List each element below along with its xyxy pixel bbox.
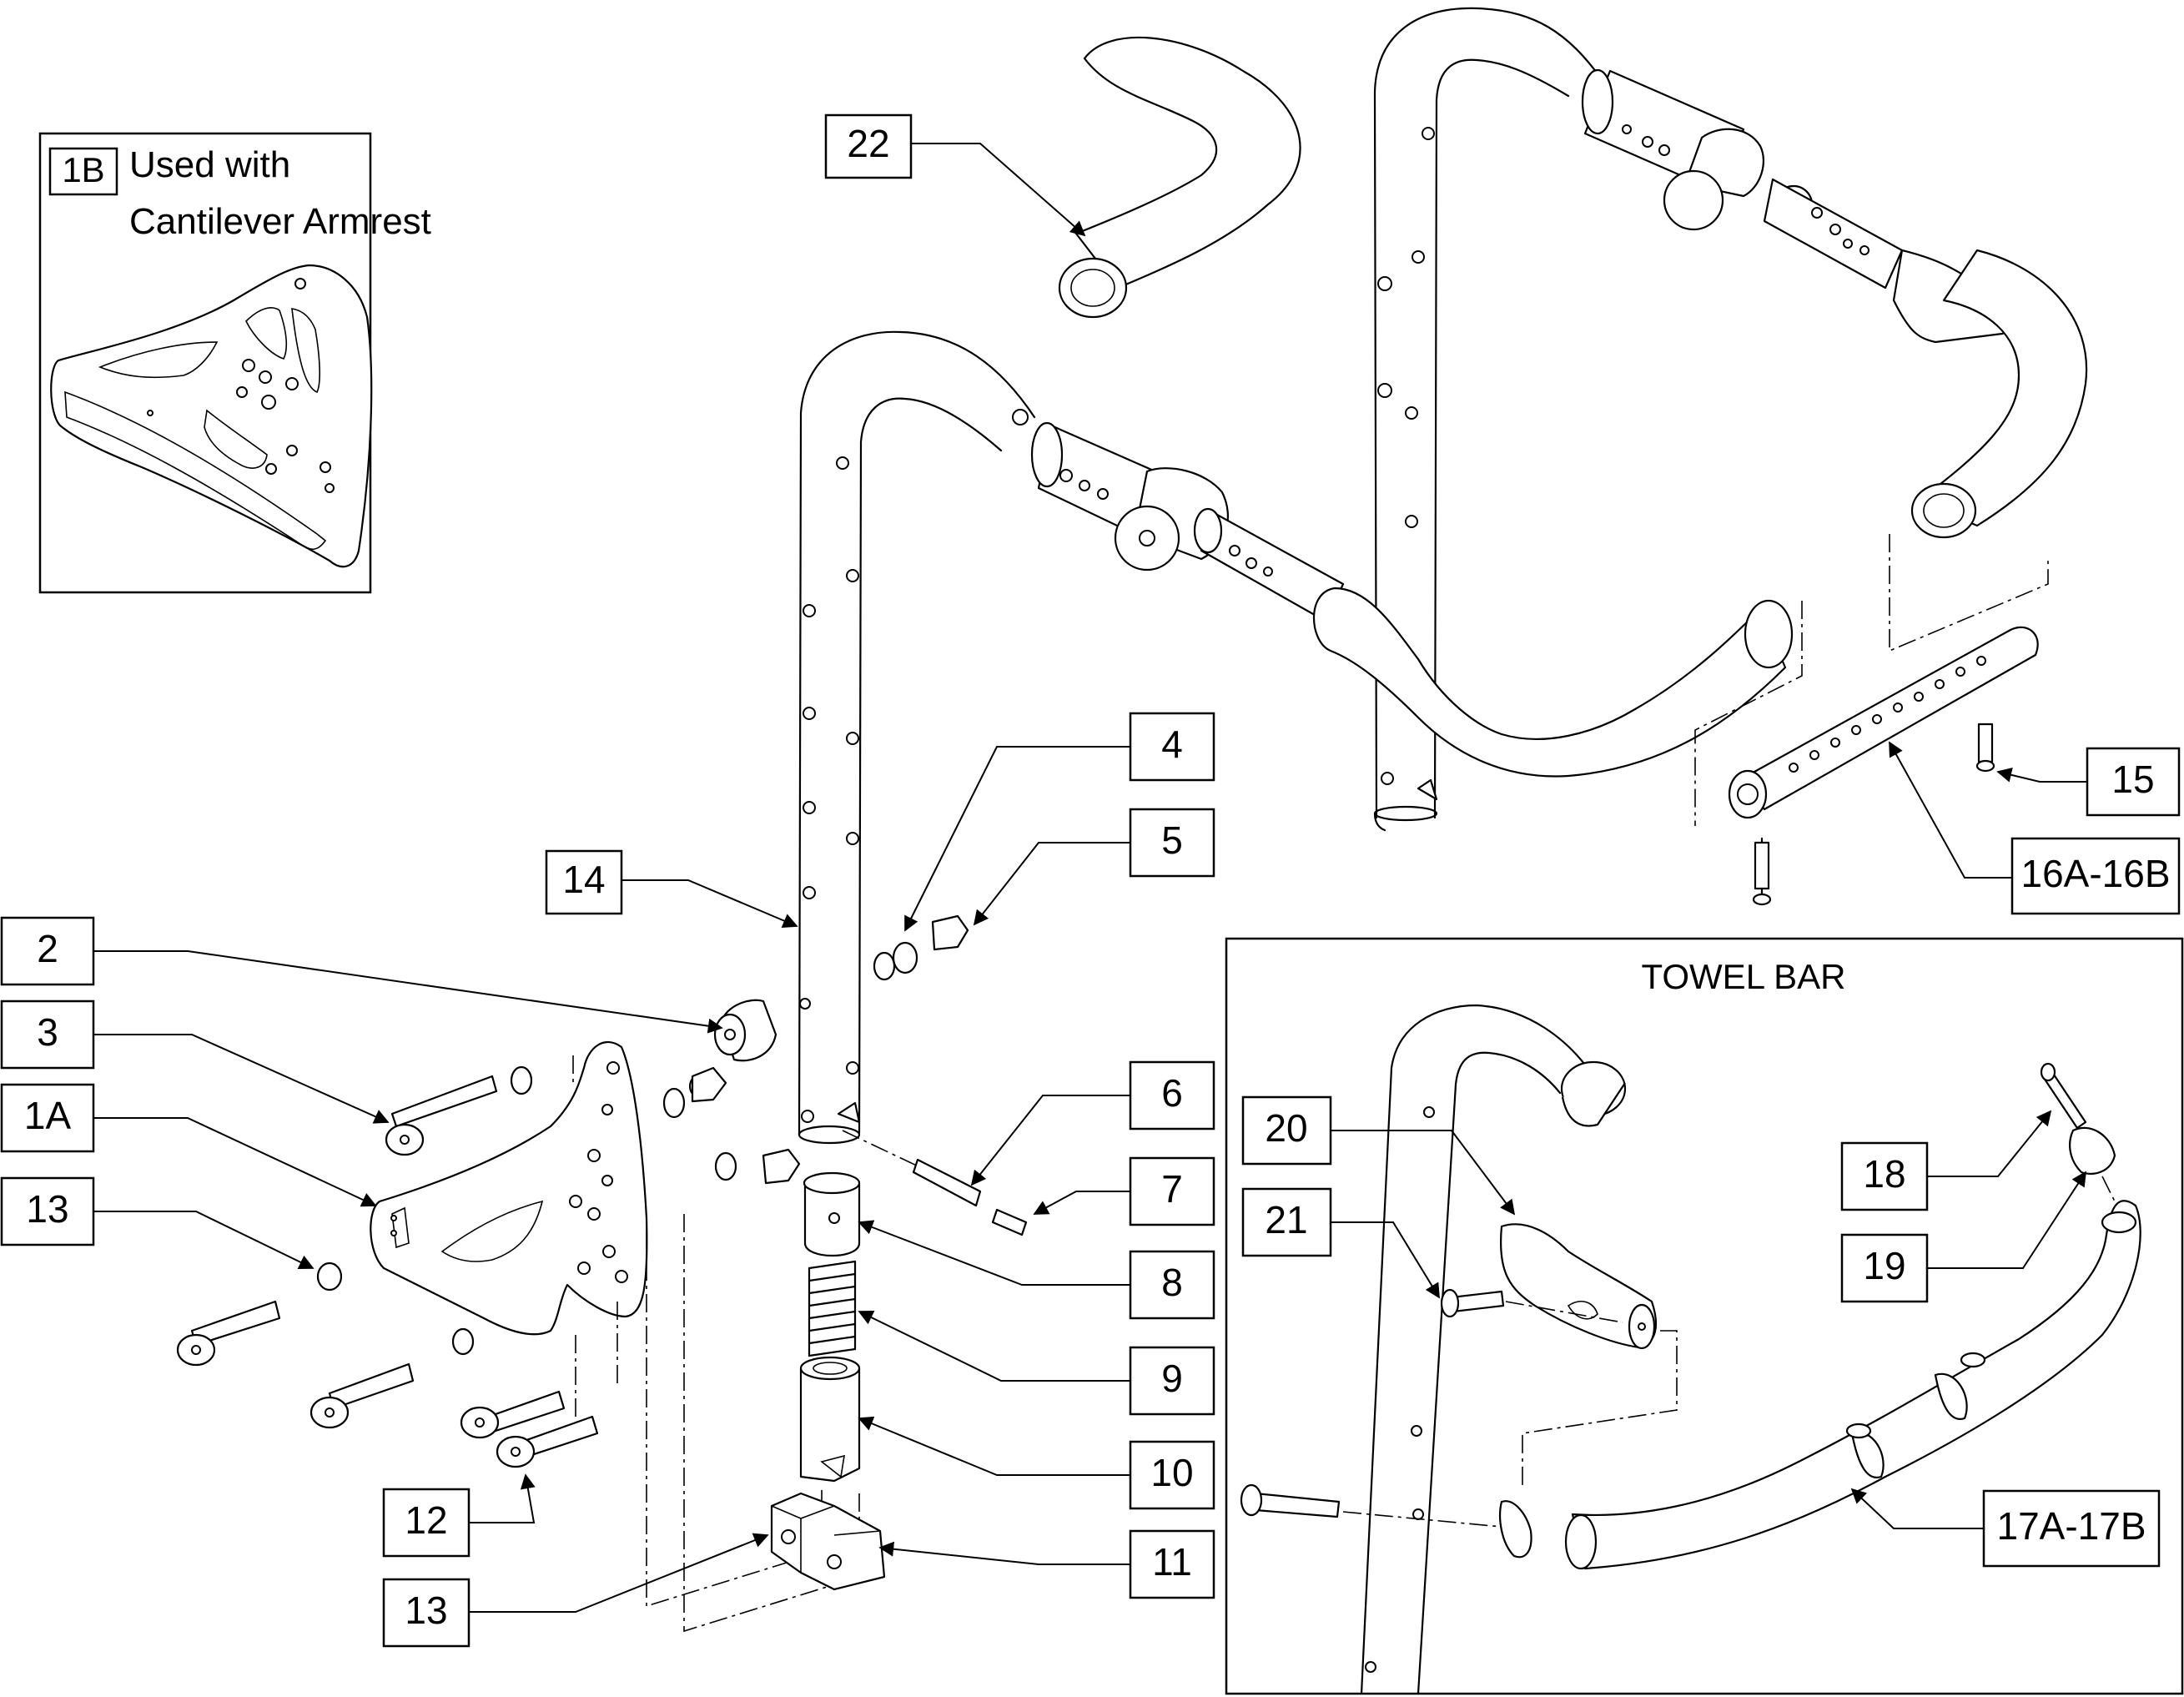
inset-caption-line1: Used with — [129, 144, 290, 185]
callout-18-label: 18 — [1863, 1152, 1905, 1196]
callout-12-label: 12 — [405, 1498, 447, 1542]
callout-11-label: 11 — [1152, 1540, 1192, 1584]
callout-7-label: 7 — [1161, 1167, 1183, 1211]
callout-13-upper-label: 13 — [26, 1187, 68, 1231]
callout-18: 18 — [1840, 1141, 1929, 1211]
callout-13-lower: 13 — [382, 1578, 471, 1648]
callout-11: 11 — [1129, 1529, 1215, 1599]
callout-leaders — [93, 143, 2087, 1613]
rear-armrest-frame — [1373, 7, 2088, 832]
callout-22: 22 — [824, 113, 913, 179]
grip-part-22 — [1058, 36, 1301, 319]
callout-22-label: 22 — [847, 122, 889, 165]
callout-21-label: 21 — [1265, 1198, 1307, 1241]
callout-13-lower-label: 13 — [405, 1589, 447, 1632]
inset-caption-line2: Cantilever Armrest — [129, 201, 431, 242]
callout-21: 21 — [1241, 1187, 1332, 1257]
inset-badge-label: 1B — [62, 150, 104, 189]
towel-bar-panel: TOWEL BAR — [1225, 937, 2184, 1695]
lower-hardware-group — [176, 914, 1028, 1633]
callout-6: 6 — [1129, 1060, 1215, 1130]
callout-1a: 1A — [0, 1083, 95, 1153]
callout-2-label: 2 — [37, 927, 58, 970]
callout-20-label: 20 — [1265, 1106, 1307, 1150]
callout-16a-16b: 16A-16B — [2010, 837, 2181, 915]
callout-19-label: 19 — [1863, 1244, 1905, 1287]
callout-9-label: 9 — [1161, 1357, 1183, 1400]
callout-14: 14 — [545, 849, 623, 915]
callout-19: 19 — [1840, 1233, 1929, 1303]
cantilever-plate-drawing — [50, 264, 373, 568]
callout-3-label: 3 — [37, 1010, 58, 1054]
callout-3: 3 — [0, 1000, 95, 1070]
callout-14-label: 14 — [562, 858, 605, 901]
callout-5-label: 5 — [1161, 818, 1183, 862]
callout-12: 12 — [382, 1488, 471, 1558]
callout-8-label: 8 — [1161, 1261, 1183, 1304]
callout-6-label: 6 — [1161, 1071, 1183, 1115]
callout-10: 10 — [1129, 1440, 1215, 1510]
callout-15: 15 — [2086, 747, 2181, 817]
callout-10-label: 10 — [1150, 1451, 1193, 1494]
callout-13-upper: 13 — [0, 1176, 95, 1246]
callout-4: 4 — [1129, 712, 1215, 782]
callout-20: 20 — [1241, 1095, 1332, 1166]
callout-17a-17b: 17A-17B — [1982, 1489, 2161, 1568]
callout-1a-label: 1A — [24, 1094, 72, 1137]
inset-1b-panel: 1B Used with Cantilever Armrest — [38, 132, 431, 594]
callout-5: 5 — [1129, 808, 1215, 878]
callout-17a-17b-label: 17A-17B — [1996, 1504, 2146, 1548]
spring-part-9 — [808, 1260, 857, 1357]
callout-15-label: 15 — [2111, 758, 2154, 801]
callout-2: 2 — [0, 916, 95, 986]
callout-8: 8 — [1129, 1250, 1215, 1320]
callout-9: 9 — [1129, 1346, 1215, 1416]
callout-7: 7 — [1129, 1156, 1215, 1226]
inset-badge-box — [48, 147, 118, 196]
towel-bar-title: TOWEL BAR — [1641, 957, 1845, 996]
bar-part-16 — [1694, 534, 2049, 906]
front-armrest-frame-14 — [798, 330, 1794, 1145]
callout-16a-16b-label: 16A-16B — [2020, 852, 2170, 895]
callout-4-label: 4 — [1161, 723, 1183, 766]
